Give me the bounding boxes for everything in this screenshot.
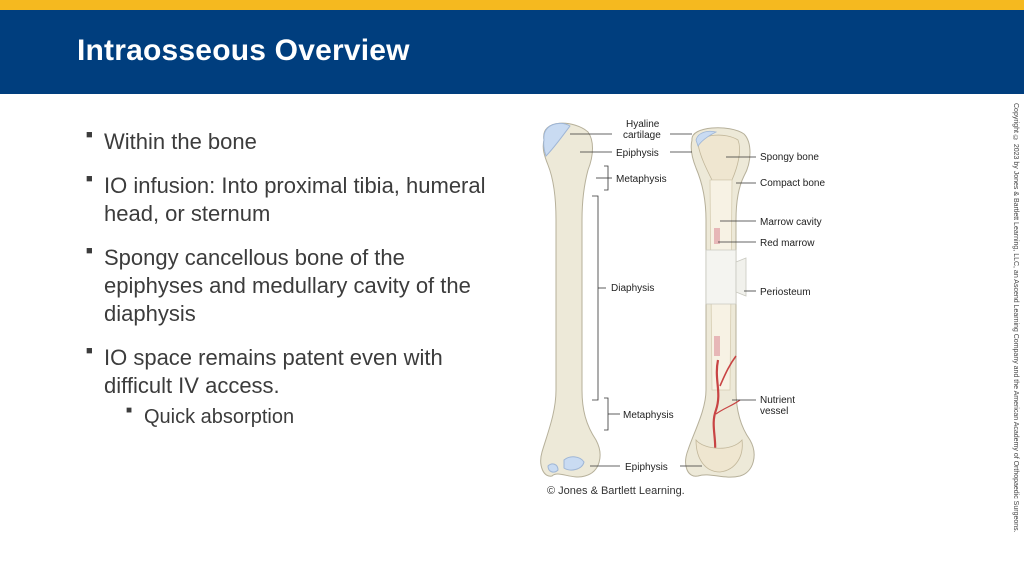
bullet-text: Within the bone: [104, 129, 257, 154]
label-diaphysis: Diaphysis: [611, 283, 654, 294]
label-metaphysis-bottom: Metaphysis: [623, 410, 674, 421]
bullet-item: ■ Within the bone: [86, 128, 486, 156]
bullet-marker: ■: [86, 173, 93, 185]
bullet-text: IO space remains patent even with diffic…: [104, 345, 443, 398]
bullet-marker: ■: [86, 345, 93, 357]
spongy-bone-shape: [697, 134, 740, 181]
sectioned-bone-illustration: [685, 127, 755, 478]
bullet-marker: ■: [86, 129, 93, 141]
hyaline-cartilage-shape: [543, 122, 571, 157]
label-epiphysis-top: Epiphysis: [616, 148, 659, 159]
label-spongy-bone: Spongy bone: [760, 152, 819, 163]
whole-bone-illustration: [540, 122, 601, 478]
slide-title: Intraosseous Overview: [77, 34, 410, 67]
accent-bar: [0, 0, 1024, 10]
sub-bullet-text: Quick absorption: [144, 406, 295, 428]
nutrient-vessel-shape: [712, 359, 720, 459]
bullet-item: ■ Spongy cancellous bone of the epiphyse…: [86, 244, 486, 328]
label-epiphysis-bottom: Epiphysis: [625, 462, 668, 473]
label-hyaline-cartilage-2: cartilage: [623, 130, 661, 141]
label-compact-bone: Compact bone: [760, 178, 825, 189]
bullet-item: ■ IO space remains patent even with diff…: [86, 344, 486, 400]
label-metaphysis-top: Metaphysis: [616, 174, 667, 185]
label-periosteum: Periosteum: [760, 287, 811, 298]
bullet-item: ■ IO infusion: Into proximal tibia, hume…: [86, 172, 486, 228]
bullet-text: IO infusion: Into proximal tibia, humera…: [104, 173, 486, 226]
label-nutrient-vessel: Nutrient: [760, 395, 795, 406]
copyright-notice: Copyright © 2023 by Jones & Bartlett Lea…: [1012, 103, 1019, 533]
bullet-marker: ■: [86, 245, 93, 257]
label-hyaline-cartilage: Hyaline: [626, 119, 660, 130]
title-bar: [0, 10, 1024, 94]
bullet-marker: ■: [126, 405, 133, 416]
label-marrow-cavity: Marrow cavity: [760, 217, 822, 228]
label-red-marrow: Red marrow: [760, 238, 815, 249]
long-bone-diagram: Hyaline cartilage Epiphysis Metaphysis D…: [540, 119, 825, 478]
bullet-list: ■ Within the bone ■ IO infusion: Into pr…: [86, 128, 486, 430]
red-marrow-shape: [714, 228, 720, 244]
label-nutrient-vessel-2: vessel: [760, 406, 788, 417]
sub-bullet-item: ■ Quick absorption: [126, 404, 486, 430]
periosteum-shape: [705, 249, 737, 305]
image-credit: © Jones & Bartlett Learning.: [547, 485, 685, 497]
bullet-text: Spongy cancellous bone of the epiphyses …: [104, 245, 471, 326]
